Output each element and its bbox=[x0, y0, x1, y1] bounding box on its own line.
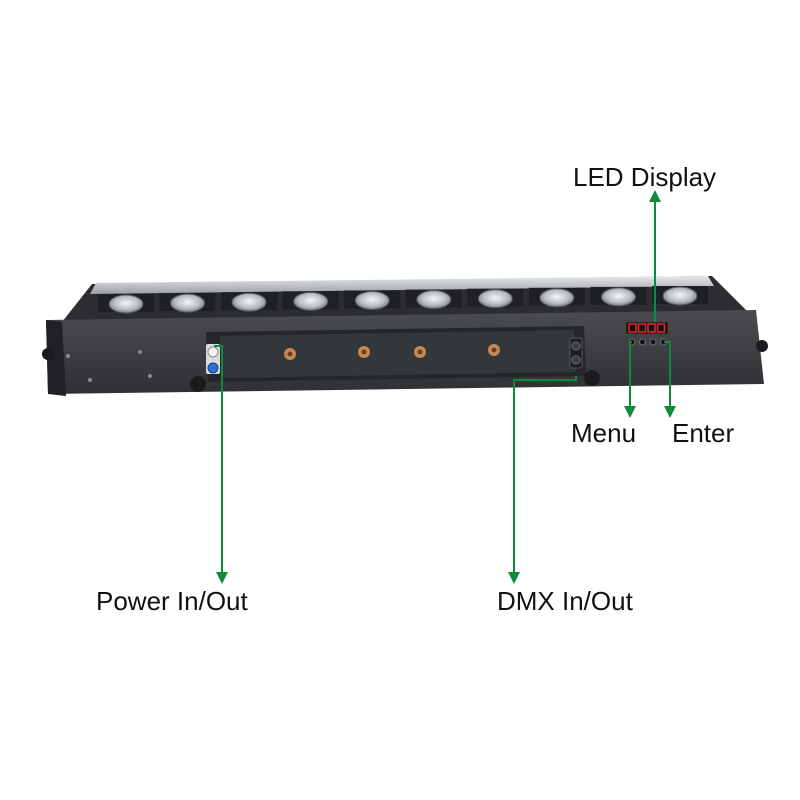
display-digit bbox=[656, 323, 666, 333]
display-digits bbox=[628, 323, 666, 333]
power-connectors bbox=[206, 344, 220, 374]
callouts bbox=[214, 190, 676, 584]
control-button bbox=[649, 338, 657, 346]
control-panel bbox=[625, 321, 669, 346]
right-knob bbox=[756, 340, 768, 352]
right-bracket-knob bbox=[584, 370, 600, 386]
callout-power bbox=[214, 345, 228, 584]
left-knob bbox=[42, 348, 54, 360]
control-button bbox=[639, 338, 646, 346]
left-bracket-knob bbox=[190, 376, 206, 392]
label-dmx-in-out: DMX In/Out bbox=[497, 586, 633, 616]
callout-dmx bbox=[508, 376, 577, 584]
screw bbox=[148, 374, 152, 378]
lens-row bbox=[98, 286, 708, 314]
label-menu: Menu bbox=[571, 418, 637, 448]
lens bbox=[600, 287, 636, 307]
display-digit bbox=[637, 323, 647, 333]
left-end-cap bbox=[46, 320, 66, 396]
lens bbox=[231, 292, 267, 312]
lens bbox=[170, 293, 206, 313]
lens bbox=[108, 294, 144, 314]
screw bbox=[138, 350, 142, 354]
center-rivets bbox=[284, 344, 500, 360]
label-enter: Enter bbox=[672, 418, 735, 448]
power-in-connector bbox=[207, 346, 219, 358]
fixture-rail bbox=[90, 276, 714, 294]
callout-enter bbox=[664, 341, 676, 418]
center-panel bbox=[220, 330, 576, 378]
power-out-connector bbox=[207, 362, 219, 374]
dmx-connectors bbox=[569, 337, 583, 369]
light-bar-fixture bbox=[42, 276, 768, 396]
lens bbox=[416, 290, 452, 310]
screw bbox=[88, 378, 92, 382]
screw bbox=[66, 354, 70, 358]
lens bbox=[293, 291, 329, 311]
lens bbox=[354, 290, 390, 310]
dmx-out-connector bbox=[571, 355, 581, 365]
callout-menu bbox=[624, 341, 636, 418]
label-led-display: LED Display bbox=[573, 162, 717, 192]
display-digit bbox=[628, 323, 637, 333]
lens bbox=[477, 289, 513, 309]
lens bbox=[662, 286, 698, 306]
dmx-in-connector bbox=[571, 341, 581, 351]
label-power-in-out: Power In/Out bbox=[96, 586, 248, 616]
display-digit bbox=[647, 323, 656, 333]
lens bbox=[539, 288, 575, 308]
